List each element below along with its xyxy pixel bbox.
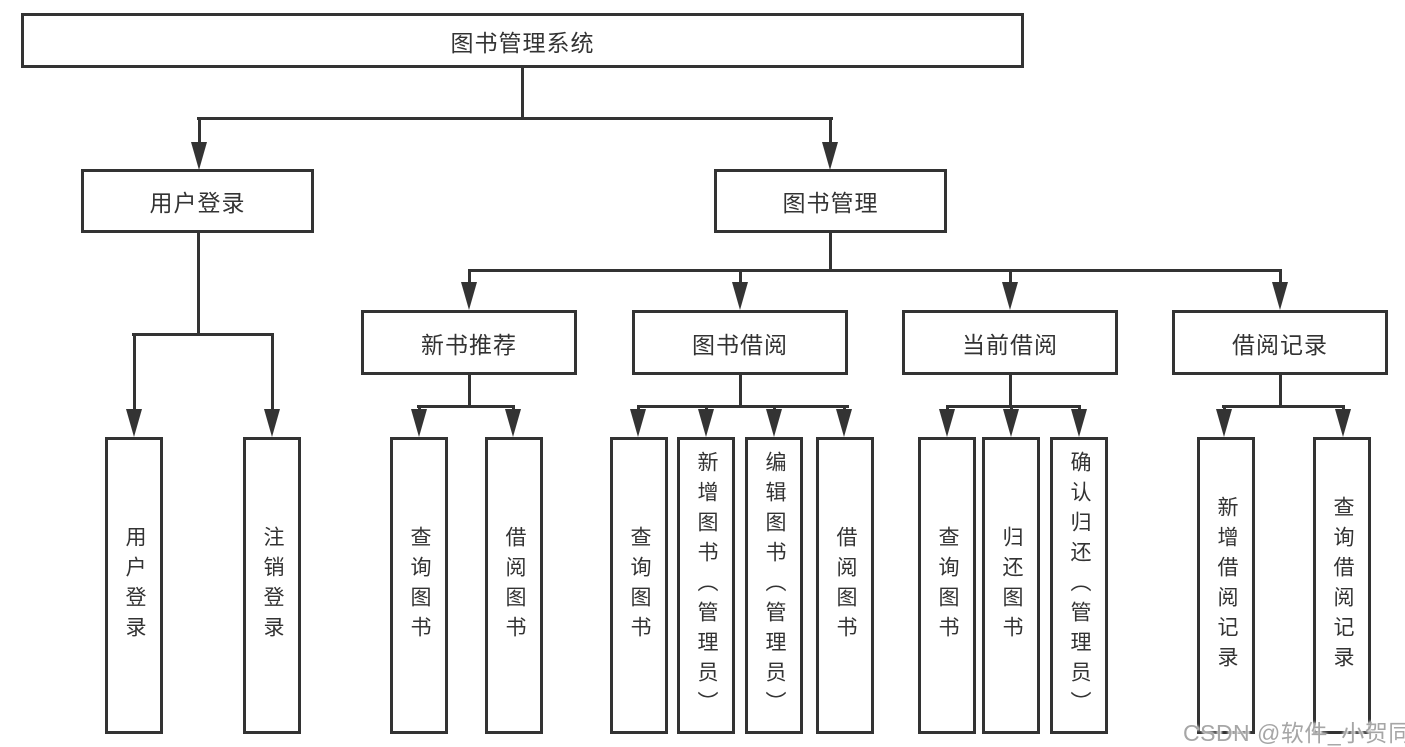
- connector-line: [1279, 373, 1282, 407]
- leaf-logout: 注销登录: [243, 437, 301, 734]
- node-label: 图书管理: [782, 190, 879, 216]
- node-label: 新书推荐: [421, 331, 517, 358]
- connector-line: [133, 333, 136, 411]
- leaf-borrow-books-recommend: 借阅图书: [485, 437, 543, 734]
- leaf-user-login: 用户登录: [105, 437, 163, 734]
- node-label: 查询借阅记录: [1331, 495, 1354, 676]
- arrow-down-icon: [732, 282, 748, 310]
- leaf-query-books-borrowing: 查询图书: [610, 437, 668, 734]
- arrow-down-icon: [461, 282, 477, 310]
- leaf-query-borrow-record: 查询借阅记录: [1313, 437, 1371, 734]
- arrow-down-icon: [1272, 282, 1288, 310]
- arrow-down-icon: [698, 409, 714, 437]
- node-label: 查询图书: [628, 525, 651, 646]
- arrow-down-icon: [630, 409, 646, 437]
- leaf-query-books-current: 查询图书: [918, 437, 976, 734]
- connector-line: [468, 269, 1282, 272]
- connector-line: [829, 117, 832, 145]
- connector-line: [132, 333, 274, 336]
- node-label: 用户登录: [123, 525, 146, 646]
- leaf-edit-books-admin: 编辑图书（管理员）: [745, 437, 803, 734]
- connector-line: [739, 373, 742, 407]
- connector-line: [1279, 269, 1282, 285]
- arrow-down-icon: [264, 409, 280, 437]
- connector-line: [521, 66, 524, 119]
- arrow-down-icon: [191, 142, 207, 170]
- node-label: 新增借阅记录: [1215, 495, 1238, 676]
- connector-line: [1222, 405, 1344, 408]
- leaf-add-borrow-record: 新增借阅记录: [1197, 437, 1255, 734]
- connector-line: [946, 405, 1080, 408]
- leaf-return-books: 归还图书: [982, 437, 1040, 734]
- arrow-down-icon: [836, 409, 852, 437]
- node-borrow-records: 借阅记录: [1172, 310, 1388, 375]
- node-label: 图书管理系统: [450, 29, 595, 56]
- arrow-down-icon: [1216, 409, 1232, 437]
- node-label: 查询图书: [936, 525, 959, 646]
- node-current-borrowing: 当前借阅: [902, 310, 1118, 375]
- arrow-down-icon: [822, 142, 838, 170]
- arrow-down-icon: [1003, 409, 1019, 437]
- connector-line: [468, 269, 471, 285]
- node-book-management: 图书管理: [714, 169, 947, 233]
- node-user-login: 用户登录: [81, 169, 314, 233]
- node-library-system: 图书管理系统: [21, 13, 1024, 68]
- node-label: 注销登录: [261, 525, 284, 646]
- arrow-down-icon: [1002, 282, 1018, 310]
- node-label: 确认归还（管理员）: [1068, 450, 1091, 721]
- leaf-add-books-admin: 新增图书（管理员）: [677, 437, 735, 734]
- connector-line: [271, 333, 274, 411]
- node-label: 新增图书（管理员）: [695, 450, 718, 721]
- arrow-down-icon: [126, 409, 142, 437]
- node-label: 归还图书: [1000, 525, 1023, 646]
- leaf-confirm-return-admin: 确认归还（管理员）: [1050, 437, 1108, 734]
- csdn-watermark: CSDN @软件_小贺同学: [1183, 720, 1405, 746]
- node-label: 用户登录: [149, 190, 246, 216]
- connector-line: [197, 231, 200, 335]
- connector-line: [417, 405, 515, 408]
- node-label: 借阅图书: [503, 525, 526, 646]
- connector-line: [637, 405, 849, 408]
- arrow-down-icon: [411, 409, 427, 437]
- arrow-down-icon: [505, 409, 521, 437]
- node-book-borrowing: 图书借阅: [632, 310, 848, 375]
- arrow-down-icon: [1071, 409, 1087, 437]
- connector-line: [1009, 373, 1012, 407]
- connector-line: [829, 231, 832, 272]
- node-label: 编辑图书（管理员）: [763, 450, 786, 721]
- node-label: 查询图书: [408, 525, 431, 646]
- node-new-book-recommend: 新书推荐: [361, 310, 577, 375]
- node-label: 借阅记录: [1232, 331, 1328, 358]
- node-label: 当前借阅: [962, 331, 1058, 358]
- node-label: 图书借阅: [692, 331, 788, 358]
- connector-line: [198, 117, 201, 145]
- leaf-query-books-recommend: 查询图书: [390, 437, 448, 734]
- node-label: 借阅图书: [834, 525, 857, 646]
- arrow-down-icon: [766, 409, 782, 437]
- connector-line: [197, 117, 833, 120]
- connector-line: [739, 269, 742, 285]
- arrow-down-icon: [939, 409, 955, 437]
- leaf-borrow-books-borrowing: 借阅图书: [816, 437, 874, 734]
- connector-line: [468, 373, 471, 407]
- arrow-down-icon: [1335, 409, 1351, 437]
- connector-line: [1009, 269, 1012, 285]
